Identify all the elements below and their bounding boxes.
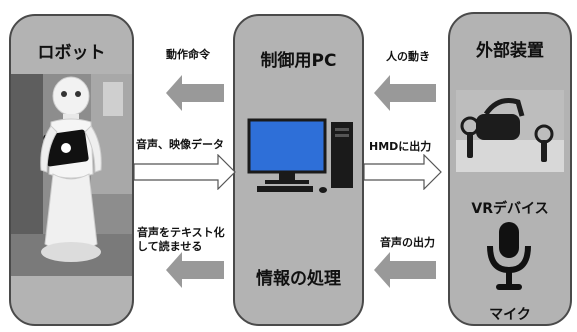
human-motion-label: 人の動き <box>386 50 430 63</box>
audio-video-label: 音声、映像データ <box>136 138 224 151</box>
motion-command-label: 動作命令 <box>166 48 210 61</box>
motion-command-arrow <box>166 75 224 111</box>
tts-arrow <box>166 252 224 288</box>
mic-label: マイク <box>489 307 531 323</box>
pc-panel-title: 制御用PC <box>260 51 337 71</box>
vr-device-photo <box>456 90 564 172</box>
human-motion-arrow <box>374 75 436 111</box>
tts-label-line2: して読ませる <box>137 240 203 253</box>
vr-device-label: VRデバイス <box>471 201 549 217</box>
left-arrow-icon <box>374 252 436 288</box>
audio-video-arrow <box>133 153 236 191</box>
audio-output-arrow <box>374 252 436 288</box>
pc-computer-icon <box>243 116 361 196</box>
left-arrow-icon <box>374 75 436 111</box>
right-arrow-outline-icon <box>133 153 236 191</box>
right-arrow-outline-icon <box>363 153 442 191</box>
audio-output-label: 音声の出力 <box>380 236 435 249</box>
hmd-output-label: HMDに出力 <box>369 140 432 153</box>
left-arrow-icon <box>166 252 224 288</box>
robot-photo <box>11 74 132 276</box>
tts-label-line1: 音声をテキスト化 <box>137 226 225 239</box>
external-panel-title: 外部装置 <box>476 41 544 61</box>
hmd-output-arrow <box>363 153 442 191</box>
microphone-glyph <box>487 222 531 290</box>
left-arrow-icon <box>166 75 224 111</box>
microphone-icon <box>484 220 534 296</box>
pc-panel-caption: 情報の処理 <box>256 269 341 289</box>
vr-headset-image <box>456 90 564 172</box>
desktop-computer-icon <box>247 118 353 193</box>
robot-panel-title: ロボット <box>37 43 106 63</box>
robot-illustration <box>11 74 132 276</box>
